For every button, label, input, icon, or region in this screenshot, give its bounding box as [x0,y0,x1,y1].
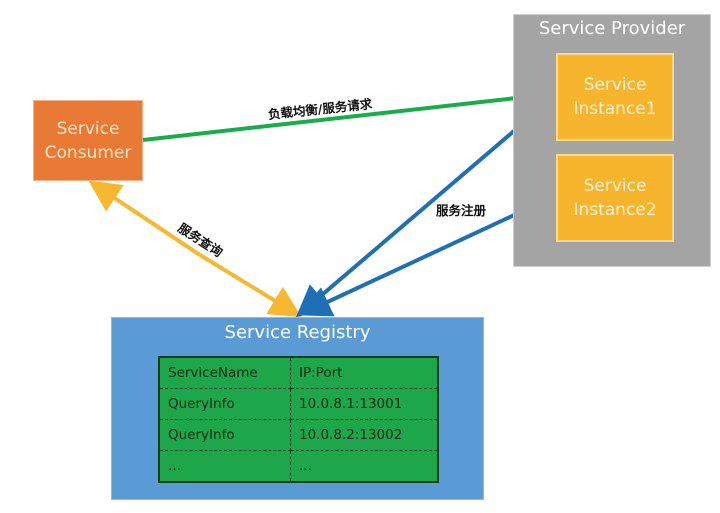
cell-ip-port: 10.0.8.2:13002 [290,419,439,451]
header-ip-port: IP:Port [290,357,439,389]
cell-ip-port: ... [290,450,439,483]
table-row: QueryInfo 10.0.8.1:13001 [159,388,439,420]
register-label: 服务注册 [436,203,487,218]
table-row: ... ... [159,450,439,483]
provider-title: Service Provider [538,18,686,39]
query-arrow-to-registry [198,253,302,318]
consumer-label-line1: Service [56,118,120,139]
service-provider-group: Service Provider Service Instance1 Servi… [513,14,711,267]
instance1-label-line1: Service [583,75,647,95]
table-header-row: ServiceName IP:Port [159,357,439,389]
registry-title: Service Registry [224,322,371,343]
service-instance-1-node: Service Instance1 [556,53,674,141]
instance1-label-line2: Instance1 [573,99,657,119]
cell-service-name: ... [159,450,291,483]
cell-service-name: QueryInfo [159,388,291,420]
registry-table: ServiceName IP:Port QueryInfo 10.0.8.1:1… [158,356,439,483]
consumer-label-line2: Consumer [44,142,132,163]
cell-ip-port: 10.0.8.1:13001 [290,388,439,420]
query-arrow-to-consumer [88,180,202,257]
service-registry-node: Service Registry ServiceName IP:Port Que… [111,317,484,500]
service-consumer-node: Service Consumer [33,100,143,181]
register-arrow-instance1 [295,94,557,318]
service-instance-2-node: Service Instance2 [556,154,674,242]
load-balance-arrow [142,80,560,142]
instance2-label-line2: Instance2 [573,200,657,220]
table-row: QueryInfo 10.0.8.2:13002 [159,419,439,451]
header-service-name: ServiceName [159,357,291,389]
instance2-label-line1: Service [583,176,647,196]
cell-service-name: QueryInfo [159,419,291,451]
